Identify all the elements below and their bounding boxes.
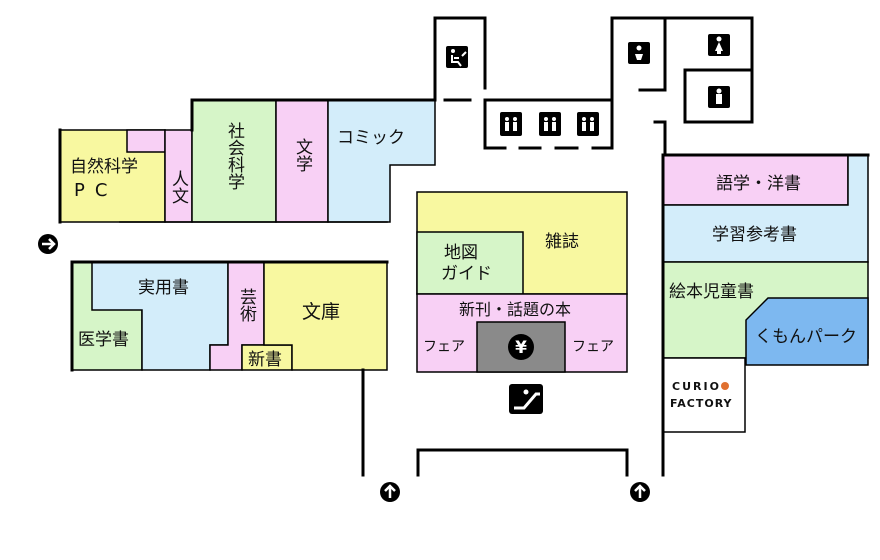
label-igakusho: 医学書 [78,330,129,350]
label-pc: PC [74,180,117,201]
yen-icon: ¥ [508,334,534,360]
left-top-block: 自然科学 PC 人文 社会科学 文学 コミック [58,98,437,224]
label-geijutsu: 芸術 [236,288,257,322]
label-fair-left: フェア [423,339,465,355]
wall-left-top [58,98,437,224]
entrance-arrow-icon-west [38,234,58,254]
center-island: ¥ 雑誌 地図 ガイド 新刊・話題の本 フェア フェア [416,191,628,414]
baby-icon [628,42,650,64]
label-gakushu-sankousho: 学習参考書 [712,225,797,245]
woman-icon [708,34,730,56]
wheelchair-icon [446,46,468,68]
entrance-arrow-icon-south-right [630,482,650,502]
curio-dot [721,382,729,390]
label-kumon-park: くもんパーク [755,327,857,347]
label-shakai-kagaku: 社会科学 [224,122,245,190]
man-icon [708,86,730,108]
entrance-arrow-icon-south-left [380,482,400,502]
label-fair-right: フェア [572,339,614,355]
elevator-icon [500,112,599,136]
label-factory: FACTORY [670,397,733,410]
zone-shinsho[interactable] [241,344,293,371]
label-shizen-kagaku: 自然科学 [70,157,138,177]
zone-kumon-park[interactable] [745,297,869,366]
label-chizu: 地図 [444,243,478,263]
label-comic: コミック [337,128,405,148]
escalator-icon [509,384,543,414]
wall-left-bottom [70,260,389,477]
label-jitsuyousho: 実用書 [138,278,189,298]
label-gogaku-yousho: 語学・洋書 [716,174,801,194]
label-ehon-jidousho: 絵本児童書 [669,282,754,302]
zone-curio-factory[interactable] [662,357,746,433]
label-bungaku: 文学 [292,138,313,172]
zone-gogaku-yousho[interactable] [662,154,849,206]
label-shinsho: 新書 [248,350,282,370]
label-jinbun: 人文 [168,170,189,204]
right-block: 語学・洋書 学習参考書 絵本児童書 くもんパーク CURIO FACTORY [661,153,870,477]
label-guide: ガイド [441,264,492,284]
wall-right [661,153,870,477]
label-bunko: 文庫 [302,301,340,323]
left-bottom-block: 実用書 芸術 文庫 医学書 新書 [70,260,389,477]
zone-chizu-guide[interactable] [416,231,524,295]
label-zasshi: 雑誌 [545,232,579,252]
zone-pink-strip [126,129,166,153]
svg-text:¥: ¥ [515,338,527,358]
service-walls [119,16,754,477]
label-shinkan: 新刊・話題の本 [459,300,571,319]
label-curio: CURIO [672,380,721,393]
